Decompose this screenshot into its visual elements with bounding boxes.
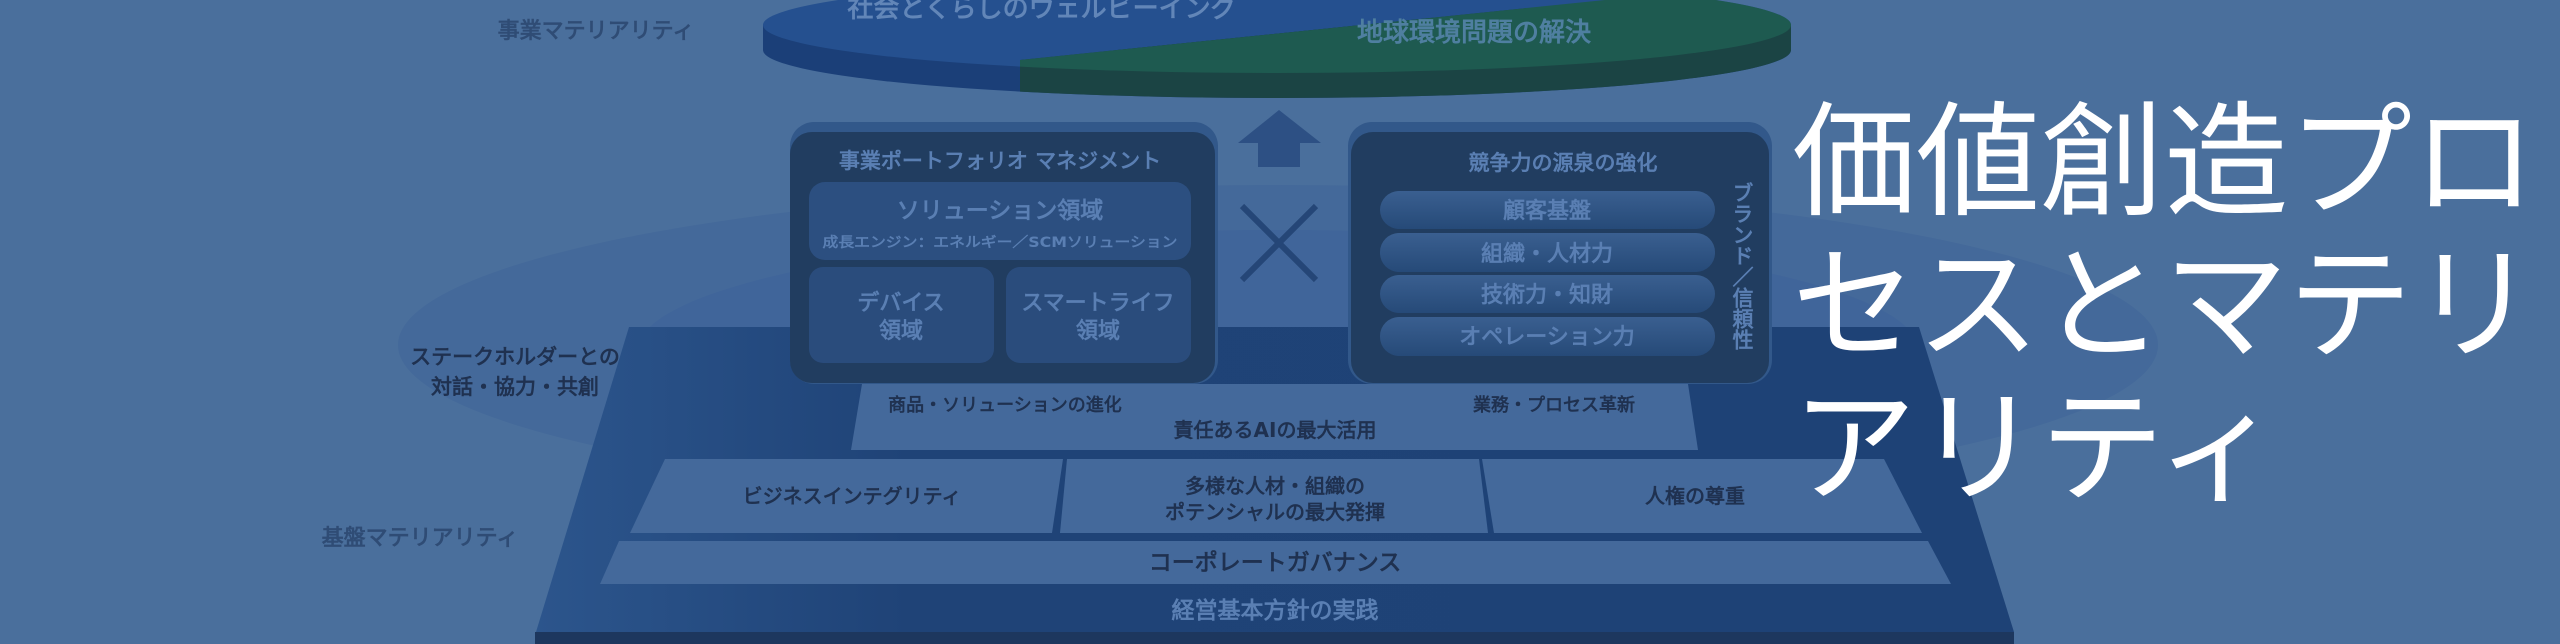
portfolio-box bbox=[790, 122, 1218, 384]
row2-cell-1 bbox=[630, 459, 1063, 533]
page-title: 価値創造プロセスとマテリアリティ bbox=[1792, 91, 2537, 521]
diversity-line1: 多様な人材・組織の bbox=[1185, 474, 1365, 498]
smartlife-line1: スマートライフ bbox=[1021, 291, 1174, 316]
competitiveness-item: 技術力・知財 bbox=[1481, 282, 1613, 308]
competitiveness-box bbox=[1348, 122, 1772, 384]
business-materiality-label: 事業マテリアリティ bbox=[498, 18, 695, 44]
foundation-materiality-label: 基盤マテリアリティ bbox=[322, 525, 519, 551]
row2-cell-3 bbox=[1482, 459, 1922, 533]
ai-right-label: 業務・プロセス革新 bbox=[1472, 394, 1635, 416]
governance-layer bbox=[600, 541, 1951, 584]
competitiveness-title: 競争力の源泉の強化 bbox=[1469, 151, 1658, 175]
governance-label: コーポレートガバナンス bbox=[1149, 549, 1402, 576]
ai-layer bbox=[851, 384, 1698, 450]
materiality-disc bbox=[763, 0, 1791, 98]
solution-sub: 成長エンジン：エネルギー／SCMソリューション bbox=[823, 234, 1178, 251]
portfolio-title: 事業ポートフォリオ マネジメント bbox=[839, 149, 1161, 173]
device-line2: 領域 bbox=[879, 318, 923, 344]
solution-title: ソリューション領域 bbox=[897, 197, 1104, 224]
arrow-up-icon bbox=[1238, 110, 1321, 167]
competitiveness-item: 顧客基盤 bbox=[1503, 198, 1592, 224]
times-icon bbox=[1239, 203, 1319, 283]
stakeholder-line1: ステークホルダーとの bbox=[410, 345, 620, 369]
disc-left-label: 社会とくらしのウェルビーイング bbox=[847, 0, 1236, 24]
ai-center-label: 責任あるAIの最大活用 bbox=[1174, 418, 1377, 442]
row2-cell-2 bbox=[1060, 459, 1488, 533]
stakeholder-line2: 対話・協力・共創 bbox=[431, 375, 599, 399]
brand-trust-label: ブランド／信頼性 bbox=[1730, 181, 1754, 351]
device-line1: デバイス bbox=[857, 290, 944, 316]
disc-right-label: 地球環境問題の解決 bbox=[1357, 17, 1592, 48]
human-rights-label: 人権の尊重 bbox=[1645, 484, 1745, 508]
ai-left-label: 商品・ソリューションの進化 bbox=[888, 394, 1122, 416]
integrity-label: ビジネスインテグリティ bbox=[743, 484, 962, 508]
smartlife-line2: 領域 bbox=[1076, 318, 1120, 344]
competitiveness-item: オペレーション力 bbox=[1459, 325, 1635, 350]
competitiveness-item: 組織・人材力 bbox=[1481, 241, 1613, 267]
pyramid bbox=[535, 327, 2014, 644]
diversity-line2: ポテンシャルの最大発揮 bbox=[1165, 500, 1385, 524]
base-label: 経営基本方針の実践 bbox=[1172, 597, 1379, 624]
